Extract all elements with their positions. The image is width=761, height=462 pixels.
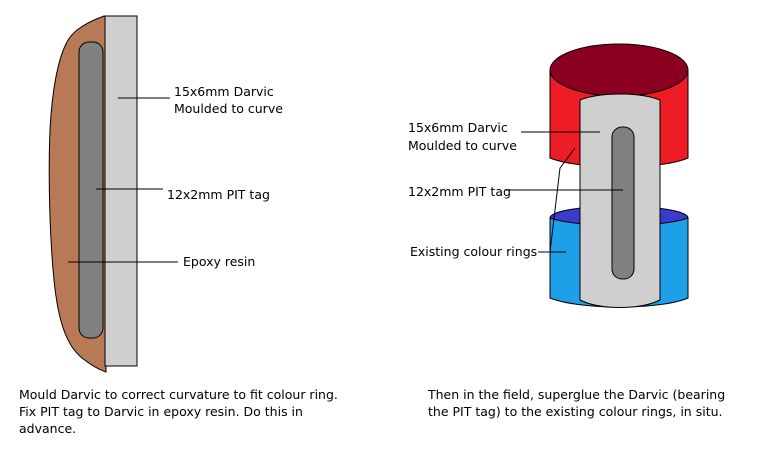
left-caption: Mould Darvic to correct curvature to fit… — [19, 386, 338, 437]
right-caption-line: the PIT tag) to the existing colour ring… — [428, 404, 723, 419]
left-caption-line: advance. — [19, 421, 77, 436]
right-diagram: 15x6mm Darvic Moulded to curve 12x2mm PI… — [408, 43, 689, 308]
darvic-leader-line-to-ring — [559, 147, 576, 169]
darvic-label-line2: Moulded to curve — [408, 138, 517, 153]
pit-tag-label: 12x2mm PIT tag — [408, 184, 511, 199]
colour-rings-label: Existing colour rings — [410, 244, 537, 259]
darvic-label-line1: 15x6mm Darvic — [408, 120, 508, 135]
darvic-label-line1: 15x6mm Darvic — [174, 84, 274, 99]
darvic-label-line2: Moulded to curve — [174, 101, 283, 116]
left-diagram: 15x6mm Darvic Moulded to curve 12x2mm PI… — [48, 15, 283, 373]
pit-tag-label: 12x2mm PIT tag — [167, 187, 270, 202]
red-ring-top-face — [549, 43, 689, 97]
darvic-strip — [104, 15, 138, 367]
right-caption-line: Then in the field, superglue the Darvic … — [428, 387, 726, 402]
left-caption-line: Mould Darvic to correct curvature to fit… — [19, 387, 338, 402]
epoxy-label: Epoxy resin — [183, 254, 255, 269]
pit-tag — [78, 41, 104, 339]
right-caption: Then in the field, superglue the Darvic … — [428, 386, 725, 420]
pit-tag — [611, 126, 635, 280]
left-caption-line: Fix PIT tag to Darvic in epoxy resin. Do… — [19, 404, 303, 419]
